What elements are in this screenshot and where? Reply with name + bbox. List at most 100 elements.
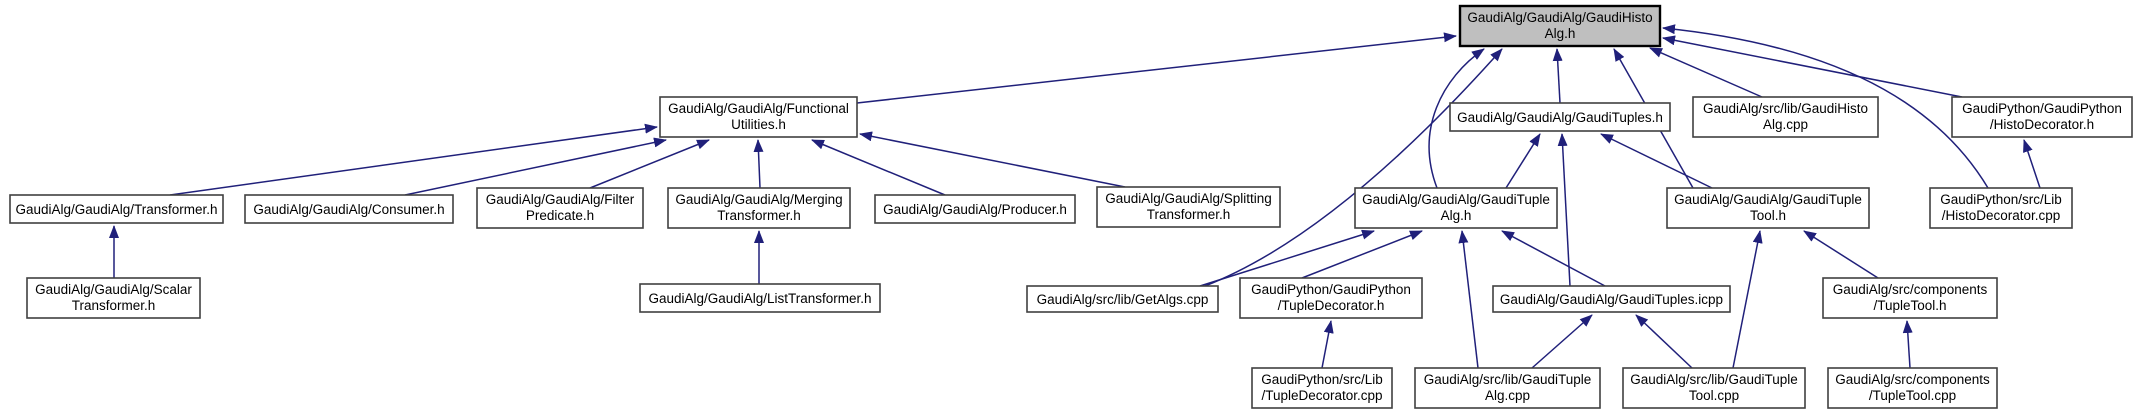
node-box-producer_h[interactable] bbox=[874, 194, 1076, 224]
node-box-scalartransformer_h[interactable] bbox=[26, 277, 201, 319]
node-label-gaudihistoalg_h-line0: GaudiAlg/GaudiAlg/GaudiHisto bbox=[1467, 10, 1652, 25]
edge-gaudihistoalg_cpp-to-gaudihistoalg_h bbox=[1649, 47, 1763, 98]
node-gaudituples_icpp[interactable]: GaudiAlg/GaudiAlg/GaudiTuples.icpp bbox=[1492, 285, 1731, 313]
node-label-transformer_h-line0: GaudiAlg/GaudiAlg/Transformer.h bbox=[15, 202, 217, 217]
node-box-consumer_h[interactable] bbox=[244, 194, 454, 224]
node-tupledecorator_h[interactable]: GaudiPython/GaudiPython/TupleDecorator.h bbox=[1239, 277, 1423, 319]
node-box-histodecorator_cpp[interactable] bbox=[1929, 187, 2073, 229]
edge-tupletool_cpp-to-tupletool_h bbox=[1902, 320, 1913, 369]
node-label-filterpredicate_h-line1: Predicate.h bbox=[526, 208, 594, 223]
edge-histodecorator_cpp-to-histodecorator_h bbox=[2023, 139, 2041, 189]
node-label-gaudihistoalg_cpp-line1: Alg.cpp bbox=[1763, 117, 1808, 132]
node-label-histodecorator_h-line0: GaudiPython/GaudiPython bbox=[1962, 101, 2122, 116]
edge-splittingtransformer_h-to-functionalutilities_h bbox=[859, 131, 1126, 188]
node-label-gaudituples_icpp-line0: GaudiAlg/GaudiAlg/GaudiTuples.icpp bbox=[1500, 292, 1723, 307]
node-box-tupletool_cpp[interactable] bbox=[1827, 367, 1998, 409]
edge-tupletool_h-to-gauditupletool_h bbox=[1803, 230, 1879, 279]
edge-gaudituplealg_h-to-gaudituples_h bbox=[1505, 133, 1541, 189]
node-label-functionalutilities_h-line1: Utilities.h bbox=[731, 117, 786, 132]
node-box-gauditupletool_h[interactable] bbox=[1666, 187, 1870, 229]
node-label-gaudituples_h-line0: GaudiAlg/GaudiAlg/GaudiTuples.h bbox=[1457, 110, 1663, 125]
edges-layer bbox=[109, 24, 2041, 369]
node-label-tupledecorator_cpp-line0: GaudiPython/src/Lib bbox=[1261, 372, 1383, 387]
node-box-gaudituplealg_h[interactable] bbox=[1354, 187, 1558, 229]
node-histodecorator_h[interactable]: GaudiPython/GaudiPython/HistoDecorator.h bbox=[1951, 96, 2133, 138]
node-box-gaudituples_icpp[interactable] bbox=[1492, 285, 1731, 313]
node-box-tupletool_h[interactable] bbox=[1822, 277, 1998, 319]
node-label-functionalutilities_h-line0: GaudiAlg/GaudiAlg/Functional bbox=[668, 101, 849, 116]
edge-transformer_h-to-functionalutilities_h bbox=[169, 123, 658, 196]
node-label-tupletool_h-line1: /TupleTool.h bbox=[1873, 298, 1946, 313]
node-label-scalartransformer_h-line1: Transformer.h bbox=[72, 298, 156, 313]
node-box-gaudituplealg_cpp[interactable] bbox=[1414, 367, 1601, 409]
nodes-layer: GaudiAlg/GaudiAlg/GaudiHistoAlg.hGaudiAl… bbox=[9, 4, 2133, 409]
node-listtransformer_h[interactable]: GaudiAlg/GaudiAlg/ListTransformer.h bbox=[639, 283, 881, 313]
node-label-getalgs_cpp-line0: GaudiAlg/src/lib/GetAlgs.cpp bbox=[1037, 292, 1209, 307]
node-label-gaudituplealg_cpp-line0: GaudiAlg/src/lib/GaudiTuple bbox=[1424, 372, 1592, 387]
edge-gaudituplealg_cpp-to-gaudituplealg_h bbox=[1458, 230, 1479, 369]
edge-gaudituplealg_cpp-to-gaudituples_icpp bbox=[1531, 314, 1593, 369]
node-tupletool_h[interactable]: GaudiAlg/src/components/TupleTool.h bbox=[1822, 277, 1998, 319]
node-box-transformer_h[interactable] bbox=[9, 194, 224, 224]
node-box-gauditupletool_cpp[interactable] bbox=[1622, 367, 1806, 409]
node-label-gaudihistoalg_cpp-line0: GaudiAlg/src/lib/GaudiHisto bbox=[1703, 101, 1868, 116]
node-box-histodecorator_h[interactable] bbox=[1951, 96, 2133, 138]
node-label-mergingtransformer_h-line0: GaudiAlg/GaudiAlg/Merging bbox=[675, 192, 842, 207]
node-tupletool_cpp[interactable]: GaudiAlg/src/components/TupleTool.cpp bbox=[1827, 367, 1998, 409]
node-label-tupletool_cpp-line1: /TupleTool.cpp bbox=[1869, 388, 1956, 403]
edge-functionalutilities_h-to-gaudihistoalg_h bbox=[856, 32, 1457, 104]
node-box-gaudituples_h[interactable] bbox=[1449, 102, 1671, 132]
node-label-tupledecorator_h-line0: GaudiPython/GaudiPython bbox=[1251, 282, 1411, 297]
edge-gaudituples_icpp-to-gaudituplealg_h bbox=[1501, 230, 1606, 287]
node-label-gauditupletool_cpp-line1: Tool.cpp bbox=[1689, 388, 1739, 403]
edge-getalgs_cpp-to-gaudituplealg_h bbox=[1199, 229, 1375, 287]
node-box-tupledecorator_cpp[interactable] bbox=[1251, 367, 1393, 409]
node-box-splittingtransformer_h[interactable] bbox=[1096, 186, 1281, 228]
node-label-histodecorator_cpp-line1: /HistoDecorator.cpp bbox=[1942, 208, 2061, 223]
edge-filterpredicate_h-to-functionalutilities_h bbox=[589, 139, 710, 189]
node-box-tupledecorator_h[interactable] bbox=[1239, 277, 1423, 319]
edge-gaudituples_icpp-to-gaudituples_h bbox=[1557, 133, 1571, 287]
node-label-consumer_h-line0: GaudiAlg/GaudiAlg/Consumer.h bbox=[253, 202, 444, 217]
node-transformer_h[interactable]: GaudiAlg/GaudiAlg/Transformer.h bbox=[9, 194, 224, 224]
node-box-getalgs_cpp[interactable] bbox=[1026, 285, 1219, 313]
node-label-gaudituplealg_h-line1: Alg.h bbox=[1441, 208, 1472, 223]
node-box-gaudihistoalg_h[interactable] bbox=[1458, 4, 1662, 48]
node-label-tupledecorator_h-line1: /TupleDecorator.h bbox=[1278, 298, 1385, 313]
node-box-gaudihistoalg_cpp[interactable] bbox=[1692, 96, 1879, 138]
edge-mergingtransformer_h-to-functionalutilities_h bbox=[753, 139, 764, 189]
node-box-functionalutilities_h[interactable] bbox=[659, 96, 858, 138]
node-label-histodecorator_cpp-line0: GaudiPython/src/Lib bbox=[1940, 192, 2062, 207]
edge-gaudituples_h-to-gaudihistoalg_h bbox=[1552, 48, 1563, 104]
node-consumer_h[interactable]: GaudiAlg/GaudiAlg/Consumer.h bbox=[244, 194, 454, 224]
node-label-gaudituplealg_cpp-line1: Alg.cpp bbox=[1485, 388, 1530, 403]
node-box-listtransformer_h[interactable] bbox=[639, 283, 881, 313]
edge-gauditupletool_cpp-to-gauditupletool_h bbox=[1732, 230, 1763, 369]
node-tupledecorator_cpp[interactable]: GaudiPython/src/Lib/TupleDecorator.cpp bbox=[1251, 367, 1393, 409]
node-histodecorator_cpp[interactable]: GaudiPython/src/Lib/HistoDecorator.cpp bbox=[1929, 187, 2073, 229]
node-getalgs_cpp[interactable]: GaudiAlg/src/lib/GetAlgs.cpp bbox=[1026, 285, 1219, 313]
node-box-filterpredicate_h[interactable] bbox=[476, 187, 644, 229]
node-label-splittingtransformer_h-line1: Transformer.h bbox=[1147, 207, 1231, 222]
node-box-mergingtransformer_h[interactable] bbox=[667, 187, 851, 229]
node-producer_h[interactable]: GaudiAlg/GaudiAlg/Producer.h bbox=[874, 194, 1076, 224]
node-label-histodecorator_h-line1: /HistoDecorator.h bbox=[1990, 117, 2094, 132]
edge-histodecorator_cpp-to-gaudihistoalg_h bbox=[1662, 24, 1989, 189]
edge-tupledecorator_cpp-to-tupledecorator_h bbox=[1321, 320, 1334, 369]
node-label-listtransformer_h-line0: GaudiAlg/GaudiAlg/ListTransformer.h bbox=[648, 291, 871, 306]
node-gaudituples_h[interactable]: GaudiAlg/GaudiAlg/GaudiTuples.h bbox=[1449, 102, 1671, 132]
node-label-gaudihistoalg_h-line1: Alg.h bbox=[1545, 26, 1576, 41]
